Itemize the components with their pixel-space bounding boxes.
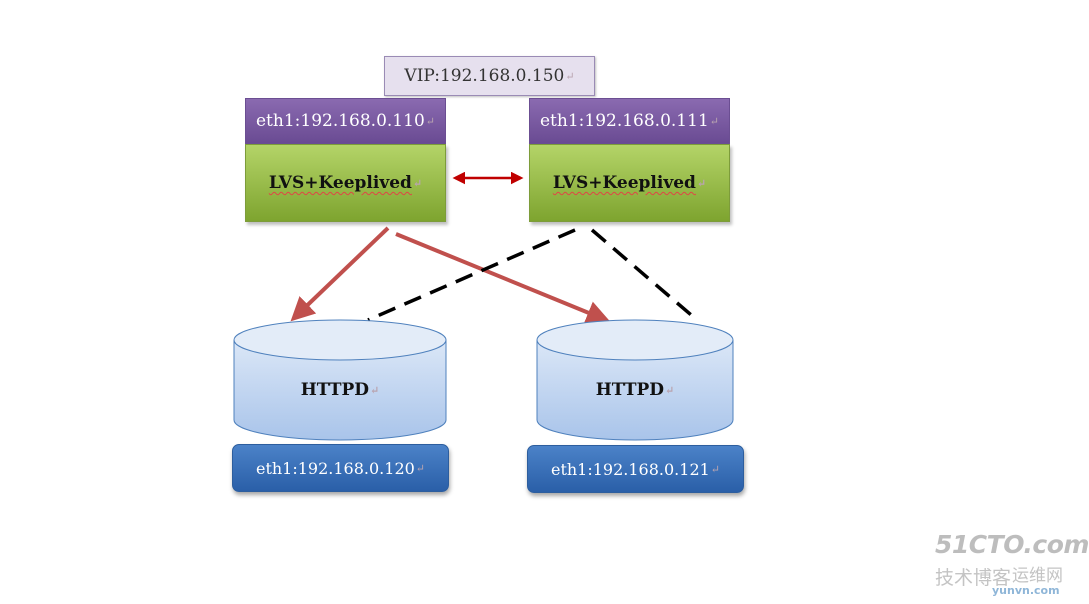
active-arrow-left bbox=[290, 226, 390, 322]
active-arrow-right bbox=[395, 232, 611, 324]
lvs-node-1-label: LVS+Keeplived bbox=[268, 173, 412, 193]
backup-line-right bbox=[590, 228, 699, 322]
backup-line-left bbox=[367, 228, 576, 322]
httpd-cylinder-1 bbox=[233, 319, 447, 441]
lvs-node-2-label: LVS+Keeplived bbox=[552, 173, 696, 193]
httpd-2-label: HTTPD↵ bbox=[595, 380, 675, 400]
httpd-1-label: HTTPD↵ bbox=[300, 380, 380, 400]
watermark-logo: 51CTO.com bbox=[935, 530, 1089, 559]
lvs-node-2-eth: eth1:192.168.0.111↵ bbox=[529, 98, 730, 144]
vip-label: VIP:192.168.0.150 bbox=[404, 66, 565, 86]
watermark-ops: 运维网 bbox=[1012, 566, 1063, 586]
lvs-node-1: LVS+Keeplived↵ bbox=[245, 144, 446, 222]
httpd-cylinder-2 bbox=[536, 319, 734, 441]
server-2-eth: eth1:192.168.0.121↵ bbox=[527, 445, 744, 493]
lvs-node-2: LVS+Keeplived↵ bbox=[529, 144, 730, 222]
vip-box: VIP:192.168.0.150↵ bbox=[384, 56, 595, 96]
watermark-tech-blog: 技术博客 bbox=[935, 567, 1012, 589]
server-1-eth: eth1:192.168.0.120↵ bbox=[232, 444, 449, 492]
lvs-node-1-eth: eth1:192.168.0.110↵ bbox=[245, 98, 446, 144]
watermark-url: yunvn.com bbox=[992, 584, 1060, 597]
